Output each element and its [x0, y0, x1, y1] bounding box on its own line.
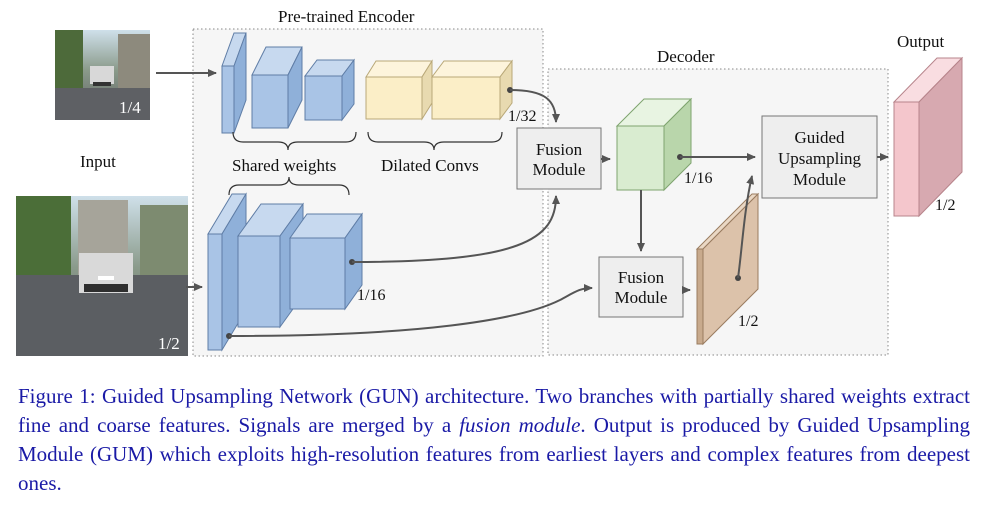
- brace-dilated: [367, 131, 503, 151]
- caption-suffix: . Output is produced by Guided Upsamplin…: [18, 413, 970, 495]
- dilated-convs-label: Dilated Convs: [381, 156, 479, 175]
- scale-label-1-2-fusion: 1/2: [738, 313, 759, 330]
- gum-box: [761, 115, 878, 199]
- encoder-top-cube-3: [304, 58, 355, 122]
- output-title: Output: [897, 32, 945, 51]
- encoder-title: Pre-trained Encoder: [278, 7, 415, 26]
- scale-label-1-32: 1/32: [508, 108, 537, 125]
- arrow-dilated-to-fusion: [509, 89, 560, 123]
- input-image-quarter: [55, 30, 150, 120]
- scale-label-small-input: 1/4: [119, 98, 141, 117]
- scale-label-1-2-output: 1/2: [935, 197, 956, 214]
- caption-prefix: Figure 1: Guided Upsampling Network (GUN…: [18, 384, 970, 437]
- arrow-slab-to-gum: [737, 175, 755, 279]
- input-title: Input: [80, 152, 116, 171]
- dilated-cube-2: [431, 59, 513, 121]
- brace-shared-bottom: [228, 176, 350, 196]
- arrow-enc-early-to-fusion2: [228, 284, 593, 337]
- dilated-cube-1: [365, 59, 433, 121]
- encoder-top-cube-2: [251, 46, 303, 129]
- decoder-title: Decoder: [657, 47, 715, 66]
- arrow-enc-bottom-to-fusion: [351, 195, 560, 263]
- decoder-cube-1-16: [615, 97, 693, 192]
- diagram-canvas: [16, 28, 964, 357]
- fusion-module-top-box: [516, 127, 602, 190]
- input-image-half: [16, 196, 188, 356]
- shared-weights-label: Shared weights: [232, 156, 337, 175]
- architecture-diagram: Pre-trained Encoder Decoder Output Input…: [16, 7, 964, 357]
- scale-label-large-input: 1/2: [158, 334, 180, 353]
- figure-caption: Figure 1: Guided Upsampling Network (GUN…: [18, 382, 970, 498]
- output-cube: [892, 56, 964, 218]
- scale-label-1-16-decoder: 1/16: [684, 170, 713, 187]
- caption-emphasis: fusion module: [459, 413, 581, 437]
- fusion-module-bottom-box: [598, 256, 684, 318]
- brace-shared-top: [232, 131, 357, 151]
- encoder-top-cube-1: [221, 32, 247, 134]
- scale-label-1-16-encoder: 1/16: [357, 287, 386, 304]
